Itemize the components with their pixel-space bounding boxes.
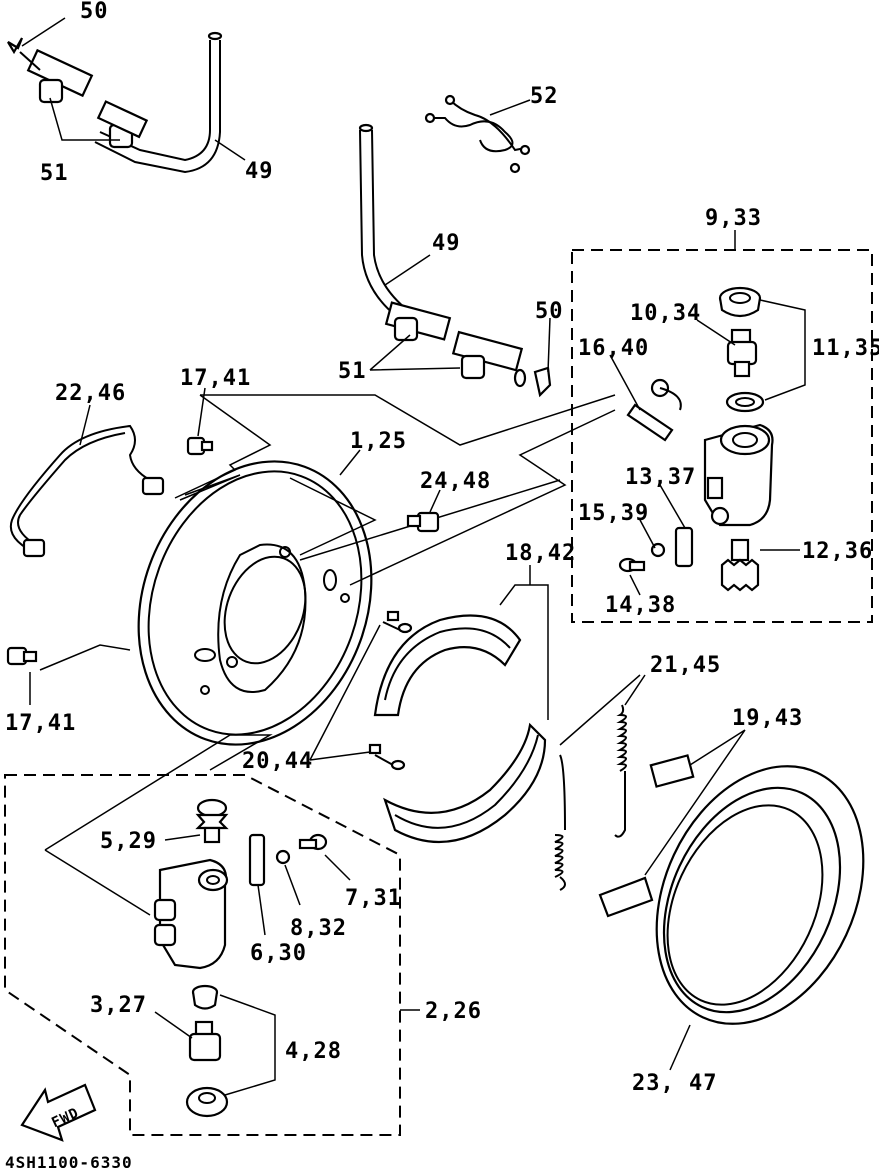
callout-13-37: 13,37: [625, 465, 696, 490]
wheel-cylinder-right: [618, 286, 774, 592]
callout-17-41-upper: 17,41: [180, 366, 251, 391]
callout-9-33: 9,33: [705, 206, 762, 231]
callout-8-32: 8,32: [290, 916, 347, 941]
callout-49-top: 49: [245, 159, 274, 184]
brake-shoes: [373, 614, 547, 844]
assembly-box-9-33: [571, 249, 873, 623]
brake-hose-center: [358, 123, 552, 398]
callout-4-28: 4,28: [285, 1039, 342, 1064]
callout-14-38: 14,38: [605, 593, 676, 618]
adjuster-19-43: [598, 754, 695, 918]
callout-51-top: 51: [40, 161, 69, 186]
hold-pins-20-44: [368, 610, 413, 771]
callout-2-26: 2,26: [425, 999, 482, 1024]
brake-drum-23-47: [655, 765, 865, 1025]
callout-49-mid: 49: [432, 231, 461, 256]
backing-plate: [137, 460, 373, 746]
callout-51-mid: 51: [338, 359, 367, 384]
callout-5-29: 5,29: [100, 829, 157, 854]
callout-22-46: 22,46: [55, 381, 126, 406]
callout-12-36: 12,36: [802, 539, 873, 564]
callout-50-mid: 50: [535, 299, 564, 324]
callout-24-48: 24,48: [420, 469, 491, 494]
bolt-17-41-upper: [186, 436, 214, 456]
callout-3-27: 3,27: [90, 993, 147, 1018]
callout-23-47: 23, 47: [632, 1071, 717, 1096]
bolt-24-48: [406, 511, 440, 533]
callout-19-43: 19,43: [732, 706, 803, 731]
callout-10-34: 10,34: [630, 301, 701, 326]
hose-assembly-top-left: [7, 31, 223, 174]
brake-pipe-22-46: [9, 424, 165, 558]
callout-52: 52: [530, 84, 559, 109]
callout-15-39: 15,39: [578, 501, 649, 526]
callout-17-41-lower: 17,41: [5, 711, 76, 736]
callout-50-top: 50: [80, 0, 109, 24]
callout-20-44: 20,44: [242, 749, 313, 774]
callout-11-35: 11,35: [812, 336, 879, 361]
wheel-cylinder-left: [153, 798, 328, 1118]
diagram-code: 4SH1100-6330: [5, 1153, 133, 1172]
callout-21-45: 21,45: [650, 653, 721, 678]
assembly-box-2-26: [4, 774, 401, 1136]
bolt-17-41-lower: [6, 646, 38, 666]
callout-18-42: 18,42: [505, 541, 576, 566]
clip-52: [424, 94, 531, 174]
callout-1-25: 1,25: [350, 429, 407, 454]
callout-7-31: 7,31: [345, 886, 402, 911]
return-springs: [554, 704, 627, 891]
callout-16-40: 16,40: [578, 336, 649, 361]
fwd-arrow-icon: FWD: [20, 1083, 97, 1142]
callout-6-30: 6,30: [250, 941, 307, 966]
